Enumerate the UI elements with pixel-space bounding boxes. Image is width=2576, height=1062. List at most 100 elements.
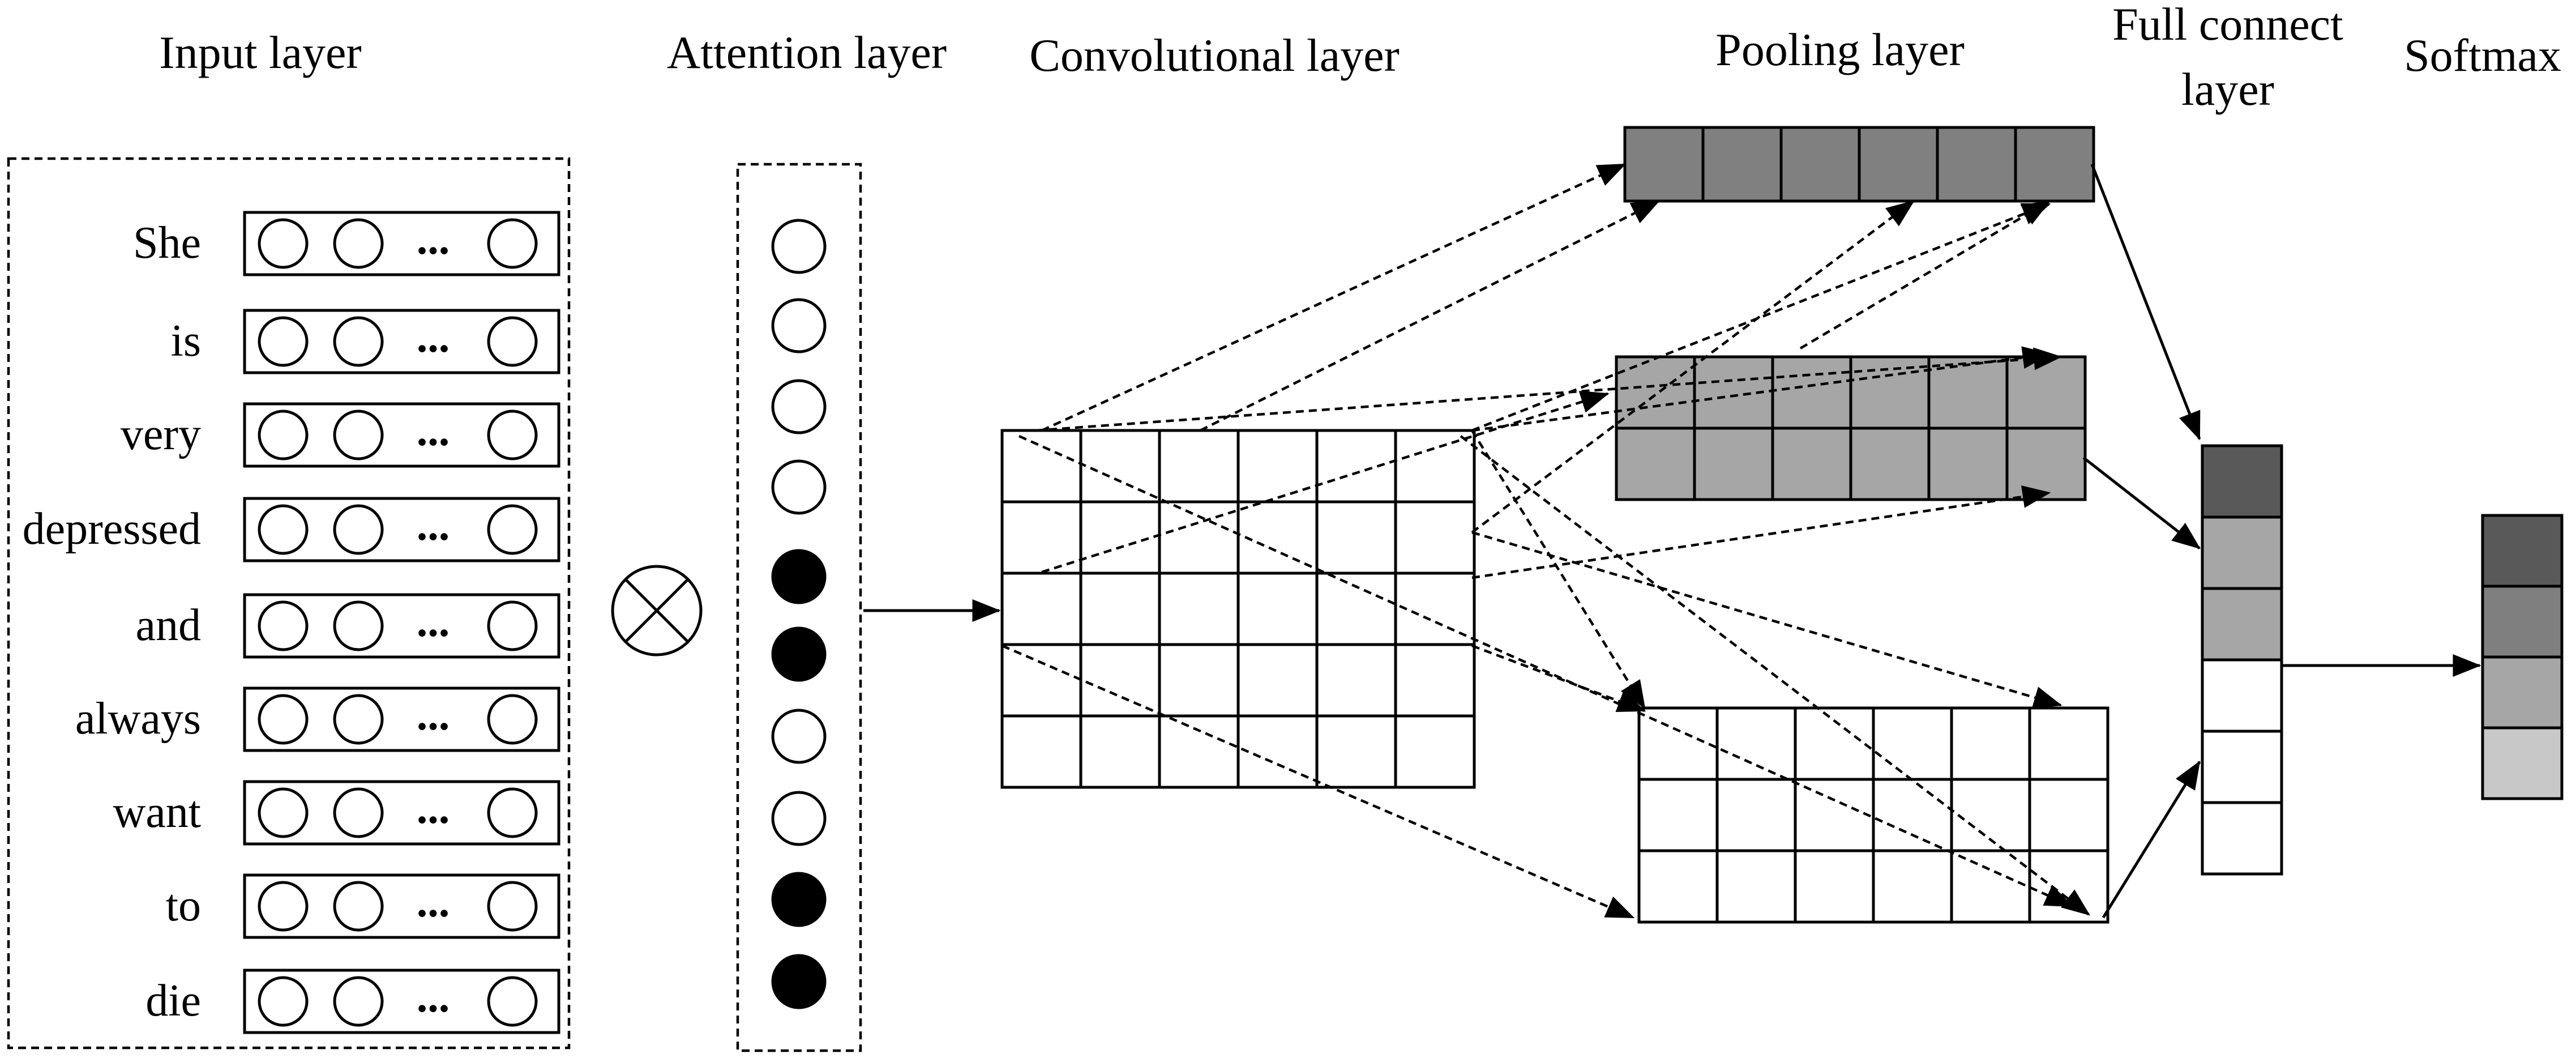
multiply-operator-icon	[611, 565, 703, 656]
conv-cell	[1236, 571, 1319, 646]
embedding-ellipsis: ...	[417, 877, 450, 926]
pool-bottom-cell	[1794, 778, 1875, 852]
embedding-unit	[487, 504, 538, 555]
softmax-cell	[2481, 514, 2564, 588]
attention-weight-low	[771, 219, 827, 274]
conv-to-pool-connections	[1002, 163, 2090, 919]
conv-cell	[1079, 429, 1161, 504]
pool-bottom-cell	[1872, 778, 1953, 852]
embedding-unit	[487, 976, 538, 1027]
embedding-unit	[487, 600, 538, 651]
fc-cell	[2201, 587, 2283, 662]
softmax-cell	[2481, 726, 2564, 800]
embedding-ellipsis: ...	[417, 690, 450, 739]
pool-bottom-cell	[1715, 706, 1797, 781]
conv-cell	[1079, 571, 1161, 646]
input-row: always...	[75, 686, 560, 752]
conv-cell	[1000, 714, 1082, 789]
embedding-unit	[258, 504, 309, 555]
softmax-layer-title: Softmax	[2404, 29, 2561, 81]
conv-cell	[1000, 643, 1082, 718]
pool-mid-cell	[1771, 355, 1852, 430]
input-row: very...	[121, 402, 560, 468]
embedding-unit	[487, 410, 538, 460]
pool-bottom-cell	[1715, 849, 1797, 924]
conv-cell	[1079, 643, 1161, 718]
embedding-ellipsis: ...	[417, 312, 450, 361]
pool-bottom-to-fc-arrow	[2102, 760, 2201, 919]
pool-mid-cell	[1771, 426, 1852, 501]
dashed-connection-arrow	[1471, 531, 2062, 709]
pool-mid-cell	[2005, 426, 2087, 501]
pool-bottom-cell	[1715, 778, 1797, 852]
attention-weights	[771, 219, 827, 1009]
input-row: and...	[135, 593, 560, 659]
conv-cell	[1315, 571, 1397, 646]
input-row: to...	[166, 873, 560, 939]
pooling-block-top	[1623, 126, 2095, 203]
embedding-unit	[333, 410, 384, 460]
attention-weight-low	[771, 791, 827, 846]
pool-top-cell	[1623, 126, 1705, 203]
softmax-cell	[2481, 585, 2564, 659]
input-rows: She...is...very...depressed...and...alwa…	[23, 211, 560, 1034]
conv-cell	[1158, 643, 1240, 718]
softmax-cell	[2481, 655, 2564, 730]
pool-top-cell	[1779, 126, 1861, 203]
dashed-connection-arrow	[1471, 429, 1646, 710]
pool-top-cell	[2014, 126, 2095, 203]
conv-cell	[1158, 429, 1240, 504]
embedding-unit	[258, 694, 309, 745]
embedding-unit	[487, 218, 538, 269]
fc-cell	[2201, 444, 2283, 519]
input-word: die	[146, 976, 201, 1026]
pool-bottom-cell	[1794, 849, 1875, 924]
conv-cell	[1079, 714, 1161, 789]
pool-mid-cell	[1693, 426, 1774, 501]
input-row: depressed...	[23, 497, 560, 562]
input-word: very	[121, 410, 201, 459]
dashed-connection-arrow	[1019, 434, 2074, 908]
dashed-connection-arrow	[1002, 644, 1635, 919]
pool-bottom-cell	[1794, 706, 1875, 781]
attention-weight-high	[771, 954, 827, 1009]
pool-bottom-cell	[2028, 849, 2109, 924]
input-row: She...	[133, 211, 560, 276]
embedding-unit	[333, 600, 384, 651]
conv-cell	[1394, 429, 1476, 504]
embedding-ellipsis: ...	[417, 406, 450, 455]
pool-mid-cell	[1849, 355, 1931, 430]
embedding-unit	[333, 787, 384, 838]
embedding-unit	[487, 881, 538, 932]
pool-bottom-cell	[1950, 706, 2031, 781]
conv-cell	[1315, 714, 1397, 789]
input-word: is	[171, 316, 201, 366]
embedding-ellipsis: ...	[417, 500, 450, 549]
conv-cell	[1000, 571, 1082, 646]
pool-mid-cell	[1615, 355, 1696, 430]
embedding-unit	[333, 694, 384, 745]
conv-cell	[1315, 429, 1397, 504]
embedding-unit	[258, 600, 309, 651]
conv-cell	[1236, 429, 1319, 504]
embedding-unit	[258, 316, 309, 367]
input-layer-frame	[7, 157, 571, 1050]
fc-cell	[2201, 658, 2283, 733]
dashed-connection-arrow	[1471, 644, 1646, 713]
dashed-connection-arrow	[1035, 347, 2062, 432]
pool-bottom-cell	[2028, 706, 2109, 781]
pool-mid-cell	[1849, 426, 1931, 501]
input-row: is...	[171, 309, 560, 374]
conv-cell	[1394, 643, 1476, 718]
embedding-ellipsis: ...	[417, 214, 450, 263]
input-word: depressed	[23, 504, 201, 554]
conv-cell	[1158, 714, 1240, 789]
embedding-unit	[258, 976, 309, 1027]
dashed-connection-arrow	[1471, 200, 1915, 534]
input-word: to	[166, 881, 201, 931]
pooling-layer-title: Pooling layer	[1715, 24, 1965, 75]
input-word: and	[135, 600, 201, 650]
pooling-block-bottom	[1637, 706, 2109, 924]
attention-weight-low	[771, 379, 827, 434]
embedding-unit	[333, 881, 384, 932]
